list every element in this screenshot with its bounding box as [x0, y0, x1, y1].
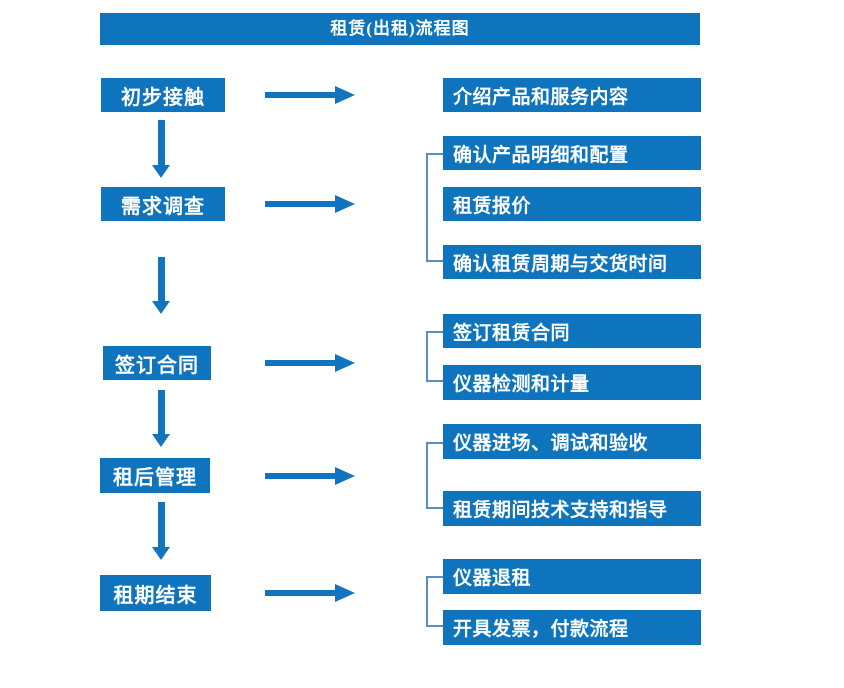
output-invoice-payment-process: 开具发票，付款流程: [443, 610, 701, 645]
output-introduce-products-services: 介绍产品和服务内容: [443, 78, 701, 112]
step-sign-contract: 签订合同: [103, 346, 211, 380]
arrow-head: [152, 165, 170, 178]
output-confirm-period-delivery: 确认租赁周期与交货时间: [443, 245, 701, 279]
step-lease-end: 租期结束: [100, 575, 211, 611]
flowchart-title: 租赁(出租)流程图: [100, 13, 700, 45]
arrow-down-icon: [152, 390, 171, 447]
output-instrument-setup-acceptance: 仪器进场、调试和验收: [443, 424, 701, 459]
output-sign-rental-contract: 签订租赁合同: [443, 314, 701, 348]
bracket-connector: [426, 153, 443, 262]
arrow-down-icon: [152, 502, 171, 560]
bracket-connector: [426, 331, 443, 382]
arrow-shaft: [158, 120, 165, 166]
arrow-right-icon: [263, 354, 355, 372]
arrow-head: [335, 467, 355, 485]
output-technical-support-guidance: 租赁期间技术支持和指导: [443, 491, 701, 526]
output-confirm-product-details: 确认产品明细和配置: [443, 136, 701, 170]
arrow-right-icon: [263, 86, 355, 104]
arrow-shaft: [158, 257, 165, 302]
arrow-head: [152, 547, 170, 560]
arrow-head: [335, 86, 355, 104]
arrow-right-icon: [263, 195, 355, 213]
arrow-head: [335, 195, 355, 213]
arrow-head: [152, 301, 170, 314]
bracket-connector: [426, 576, 443, 627]
arrow-shaft: [265, 590, 335, 596]
arrow-right-icon: [263, 467, 355, 485]
bracket-connector: [426, 442, 443, 509]
arrow-head: [152, 434, 170, 447]
step-initial-contact: 初步接触: [101, 78, 225, 112]
arrow-shaft: [158, 502, 165, 548]
arrow-shaft: [265, 201, 335, 207]
arrow-shaft: [265, 473, 335, 479]
step-post-rental-management: 租后管理: [100, 458, 210, 493]
arrow-down-icon: [152, 120, 171, 178]
output-instrument-testing-metering: 仪器检测和计量: [443, 365, 701, 400]
arrow-right-icon: [263, 584, 355, 602]
arrow-shaft: [158, 390, 165, 435]
step-demand-survey: 需求调查: [101, 187, 225, 221]
arrow-shaft: [265, 92, 335, 98]
arrow-shaft: [265, 360, 335, 366]
arrow-head: [335, 584, 355, 602]
output-rental-quotation: 租赁报价: [443, 187, 701, 221]
output-instrument-return: 仪器退租: [443, 559, 701, 594]
arrow-down-icon: [152, 257, 171, 314]
arrow-head: [335, 354, 355, 372]
